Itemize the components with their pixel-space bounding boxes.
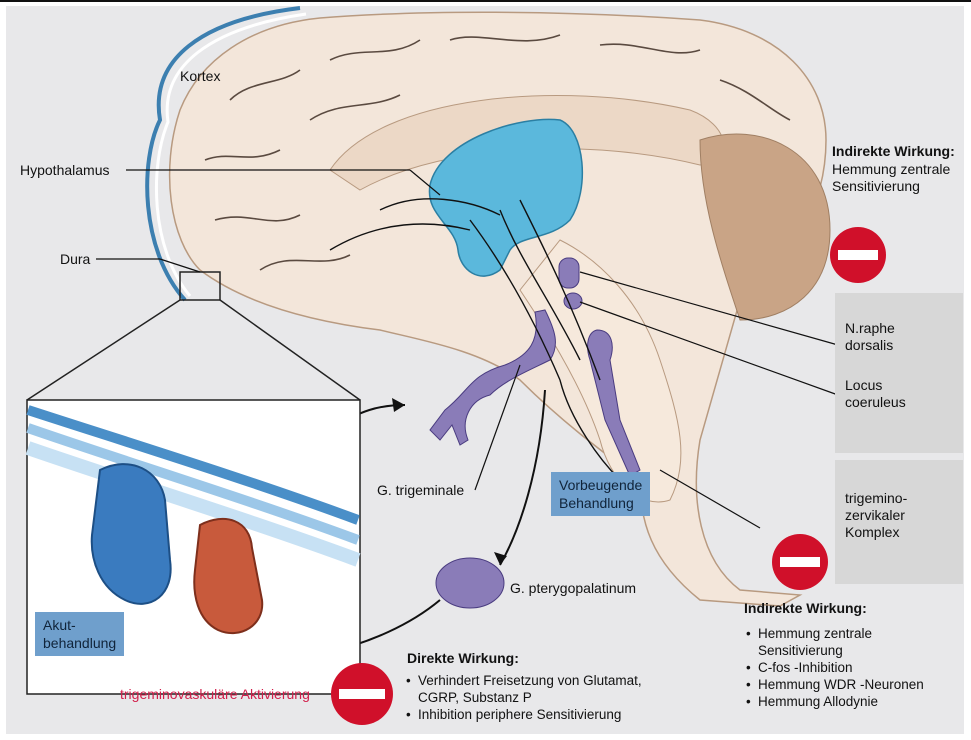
label-kortex: Kortex bbox=[180, 68, 220, 85]
right-box-upper bbox=[835, 293, 963, 453]
label-akutbehandlung: Akut- behandlung bbox=[35, 612, 124, 656]
stop-sign-bottom bbox=[331, 663, 393, 725]
locus-coeruleus-nucleus bbox=[564, 293, 582, 309]
direct-title: Direkte Wirkung: bbox=[407, 650, 519, 667]
label-g-trigeminale: G. trigeminale bbox=[377, 482, 464, 499]
label-hypothalamus: Hypothalamus bbox=[20, 162, 110, 179]
direct-item: Inhibition periphere Sensitivierung bbox=[404, 706, 642, 723]
stop-sign-top bbox=[830, 227, 886, 283]
label-g-pterygopalatinum: G. pterygopalatinum bbox=[510, 580, 636, 597]
indirect-item: C-fos -Inhibition bbox=[744, 659, 924, 676]
indirect-item: Hemmung WDR -Neuronen bbox=[744, 676, 924, 693]
raphe-nucleus bbox=[559, 258, 579, 288]
indirect-top-text: Hemmung zentrale Sensitivierung bbox=[832, 161, 950, 195]
indirect-item: Hemmung Allodynie bbox=[744, 693, 924, 710]
indirect-item: Hemmung zentrale Sensitivierung bbox=[744, 625, 924, 659]
vessel-blue bbox=[92, 464, 171, 604]
label-dura: Dura bbox=[60, 251, 90, 268]
direct-list: Verhindert Freisetzung von Glutamat, CGR… bbox=[404, 672, 642, 723]
label-trigemino-komplex: trigemino- zervikaler Komplex bbox=[845, 490, 907, 541]
indirect-bottom-list: Hemmung zentrale Sensitivierung C-fos -I… bbox=[744, 625, 924, 710]
label-trigeminovaskulaer: trigeminovaskuläre Aktivierung bbox=[120, 686, 310, 703]
indirect-bottom-title: Indirekte Wirkung: bbox=[744, 600, 867, 617]
stop-sign-mid bbox=[772, 534, 828, 590]
label-n-raphe: N.raphe dorsalis bbox=[845, 320, 895, 354]
direct-item: Verhindert Freisetzung von Glutamat, CGR… bbox=[404, 672, 642, 706]
label-locus: Locus coeruleus bbox=[845, 377, 906, 411]
pterygopalatine-ganglion bbox=[436, 558, 504, 608]
label-vorbeugende-behandlung: Vorbeugende Behandlung bbox=[551, 472, 650, 516]
indirect-top-title: Indirekte Wirkung: bbox=[832, 143, 955, 160]
